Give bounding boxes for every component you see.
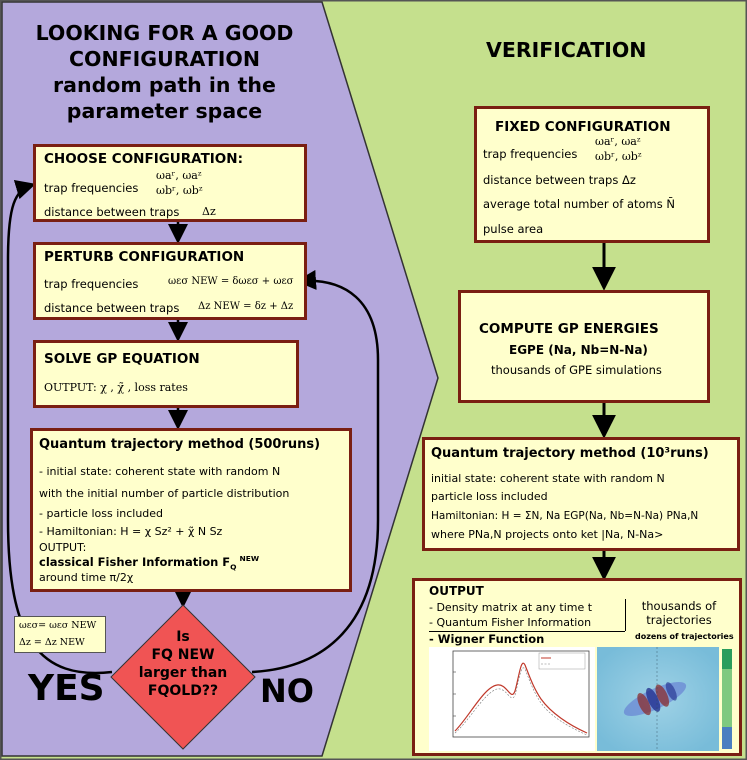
fixed-trap-symbols-a: ωaʳ, ωaᶻ xyxy=(595,135,641,148)
fisher-sup: NEW xyxy=(239,554,260,564)
quantum-right-line-2: particle loss included xyxy=(431,490,548,503)
fisher-information-plot-image xyxy=(429,647,595,751)
quantum-right-line-4: where PNa,N projects onto ket |Na, N-Na> xyxy=(431,528,664,541)
decision-line-1: Is xyxy=(176,629,190,645)
perturb-distance-label: distance between traps xyxy=(44,301,180,315)
output-item-3: - Wigner Function xyxy=(429,632,545,646)
output-thousands: thousands of trajectories xyxy=(641,599,717,627)
left-title: LOOKING FOR A GOOD CONFIGURATION random … xyxy=(12,20,317,124)
choose-trap-symbols-b: ωbʳ, ωbᶻ xyxy=(156,184,203,197)
choose-trap-label: trap frequencies xyxy=(44,181,139,195)
perturb-configuration-box: PERTURB CONFIGURATION trap frequencies ω… xyxy=(33,242,307,320)
compute-formula: EGPE (Na, Nb=N-Na) xyxy=(509,343,648,357)
decision-line-4: FQOLD?? xyxy=(147,683,219,699)
left-title-line-4: parameter space xyxy=(66,99,263,123)
output-box: OUTPUT - Density matrix at any time t - … xyxy=(412,578,742,756)
update-line-1: ωεσ= ωεσ NEW xyxy=(19,620,97,631)
quantum-left-line-3: - particle loss included xyxy=(39,507,164,520)
output-divider xyxy=(429,631,625,632)
solve-gp-box: SOLVE GP EQUATION OUTPUT: χ , χ̃ , loss … xyxy=(33,340,299,408)
output-title: OUTPUT xyxy=(429,584,484,598)
left-title-line-2: CONFIGURATION xyxy=(69,47,260,71)
arrow-yes-loop xyxy=(6,179,113,675)
compute-title: COMPUTE GP ENERGIES xyxy=(479,321,659,337)
perturb-trap-formula: ωεσ NEW = δωεσ + ωεσ xyxy=(168,276,294,287)
choose-distance-label: distance between traps xyxy=(44,205,180,219)
compute-gp-energies-box: COMPUTE GP ENERGIES EGPE (Na, Nb=N-Na) t… xyxy=(458,290,710,403)
quantum-left-line-2: with the initial number of particle dist… xyxy=(39,487,290,500)
quantum-left-around: around time π/2χ xyxy=(39,571,134,584)
yes-label: YES xyxy=(28,668,105,709)
decision-text: Is FQ NEW larger than FQOLD?? xyxy=(113,628,253,700)
fixed-title: FIXED CONFIGURATION xyxy=(495,119,671,135)
output-dozens: dozens of trajectories xyxy=(635,632,734,641)
quantum-trajectory-1000-box: Quantum trajectory method (10³runs) init… xyxy=(422,437,740,551)
quantum-left-title: Quantum trajectory method (500runs) xyxy=(39,437,321,452)
perturb-distance-formula: Δz NEW = δz + Δz xyxy=(198,301,294,312)
choose-title: CHOOSE CONFIGURATION: xyxy=(44,151,243,167)
choose-trap-symbols-a: ωaʳ, ωaᶻ xyxy=(156,169,202,182)
fisher-sub: Q xyxy=(230,562,237,572)
output-vertical-divider xyxy=(625,599,626,631)
quantum-right-line-1: initial state: coherent state with rando… xyxy=(431,472,665,485)
quantum-left-line-4: - Hamiltonian: H = χ Sz² + χ̃ N Sz xyxy=(39,525,223,538)
quantum-left-line-1: - initial state: coherent state with ran… xyxy=(39,465,281,478)
perturb-trap-label: trap frequencies xyxy=(44,277,139,291)
quantum-right-line-3: Hamiltonian: H = ΣN, Na EGP(Na, Nb=N-Na)… xyxy=(431,510,699,522)
fixed-trap-symbols-b: ωbʳ, ωbᶻ xyxy=(595,150,642,163)
fixed-trap-label: trap frequencies xyxy=(483,147,578,161)
perturb-title: PERTURB CONFIGURATION xyxy=(44,249,245,265)
quantum-left-fisher: classical Fisher Information FQNEW xyxy=(39,554,260,572)
fixed-configuration-box: FIXED CONFIGURATION trap frequencies ωaʳ… xyxy=(474,106,710,243)
arrow-no-loop xyxy=(251,269,380,674)
solve-title: SOLVE GP EQUATION xyxy=(44,351,200,367)
fisher-text: classical Fisher Information F xyxy=(39,555,231,569)
compute-sub: thousands of GPE simulations xyxy=(491,363,662,377)
decision-line-3: larger than xyxy=(138,665,228,681)
left-title-line-3: random path in the xyxy=(53,73,276,97)
choose-distance-symbol: Δz xyxy=(202,205,216,218)
solve-output: OUTPUT: χ , χ̃ , loss rates xyxy=(44,381,188,394)
output-item-1: - Density matrix at any time t xyxy=(429,601,593,614)
wigner-function-plot-image xyxy=(597,647,732,751)
update-configuration-box: ωεσ= ωεσ NEW Δz = Δz NEW xyxy=(14,616,106,653)
decision-line-2: FQ NEW xyxy=(151,647,215,663)
quantum-right-title: Quantum trajectory method (10³runs) xyxy=(431,446,709,461)
fixed-pulse: pulse area xyxy=(483,222,544,236)
fixed-distance: distance between traps Δz xyxy=(483,173,636,187)
quantum-trajectory-500-box: Quantum trajectory method (500runs) - in… xyxy=(30,428,352,592)
choose-configuration-box: CHOOSE CONFIGURATION: trap frequencies ω… xyxy=(33,144,307,222)
output-item-2: - Quantum Fisher Information xyxy=(429,616,592,629)
update-line-2: Δz = Δz NEW xyxy=(19,637,85,648)
right-title: VERIFICATION xyxy=(486,38,647,62)
quantum-left-line-5: OUTPUT: xyxy=(39,541,87,554)
fixed-average: average total number of atoms N̄ xyxy=(483,197,676,211)
left-title-line-1: LOOKING FOR A GOOD xyxy=(35,21,294,45)
no-label: NO xyxy=(260,672,314,710)
decision-diamond xyxy=(110,604,256,750)
